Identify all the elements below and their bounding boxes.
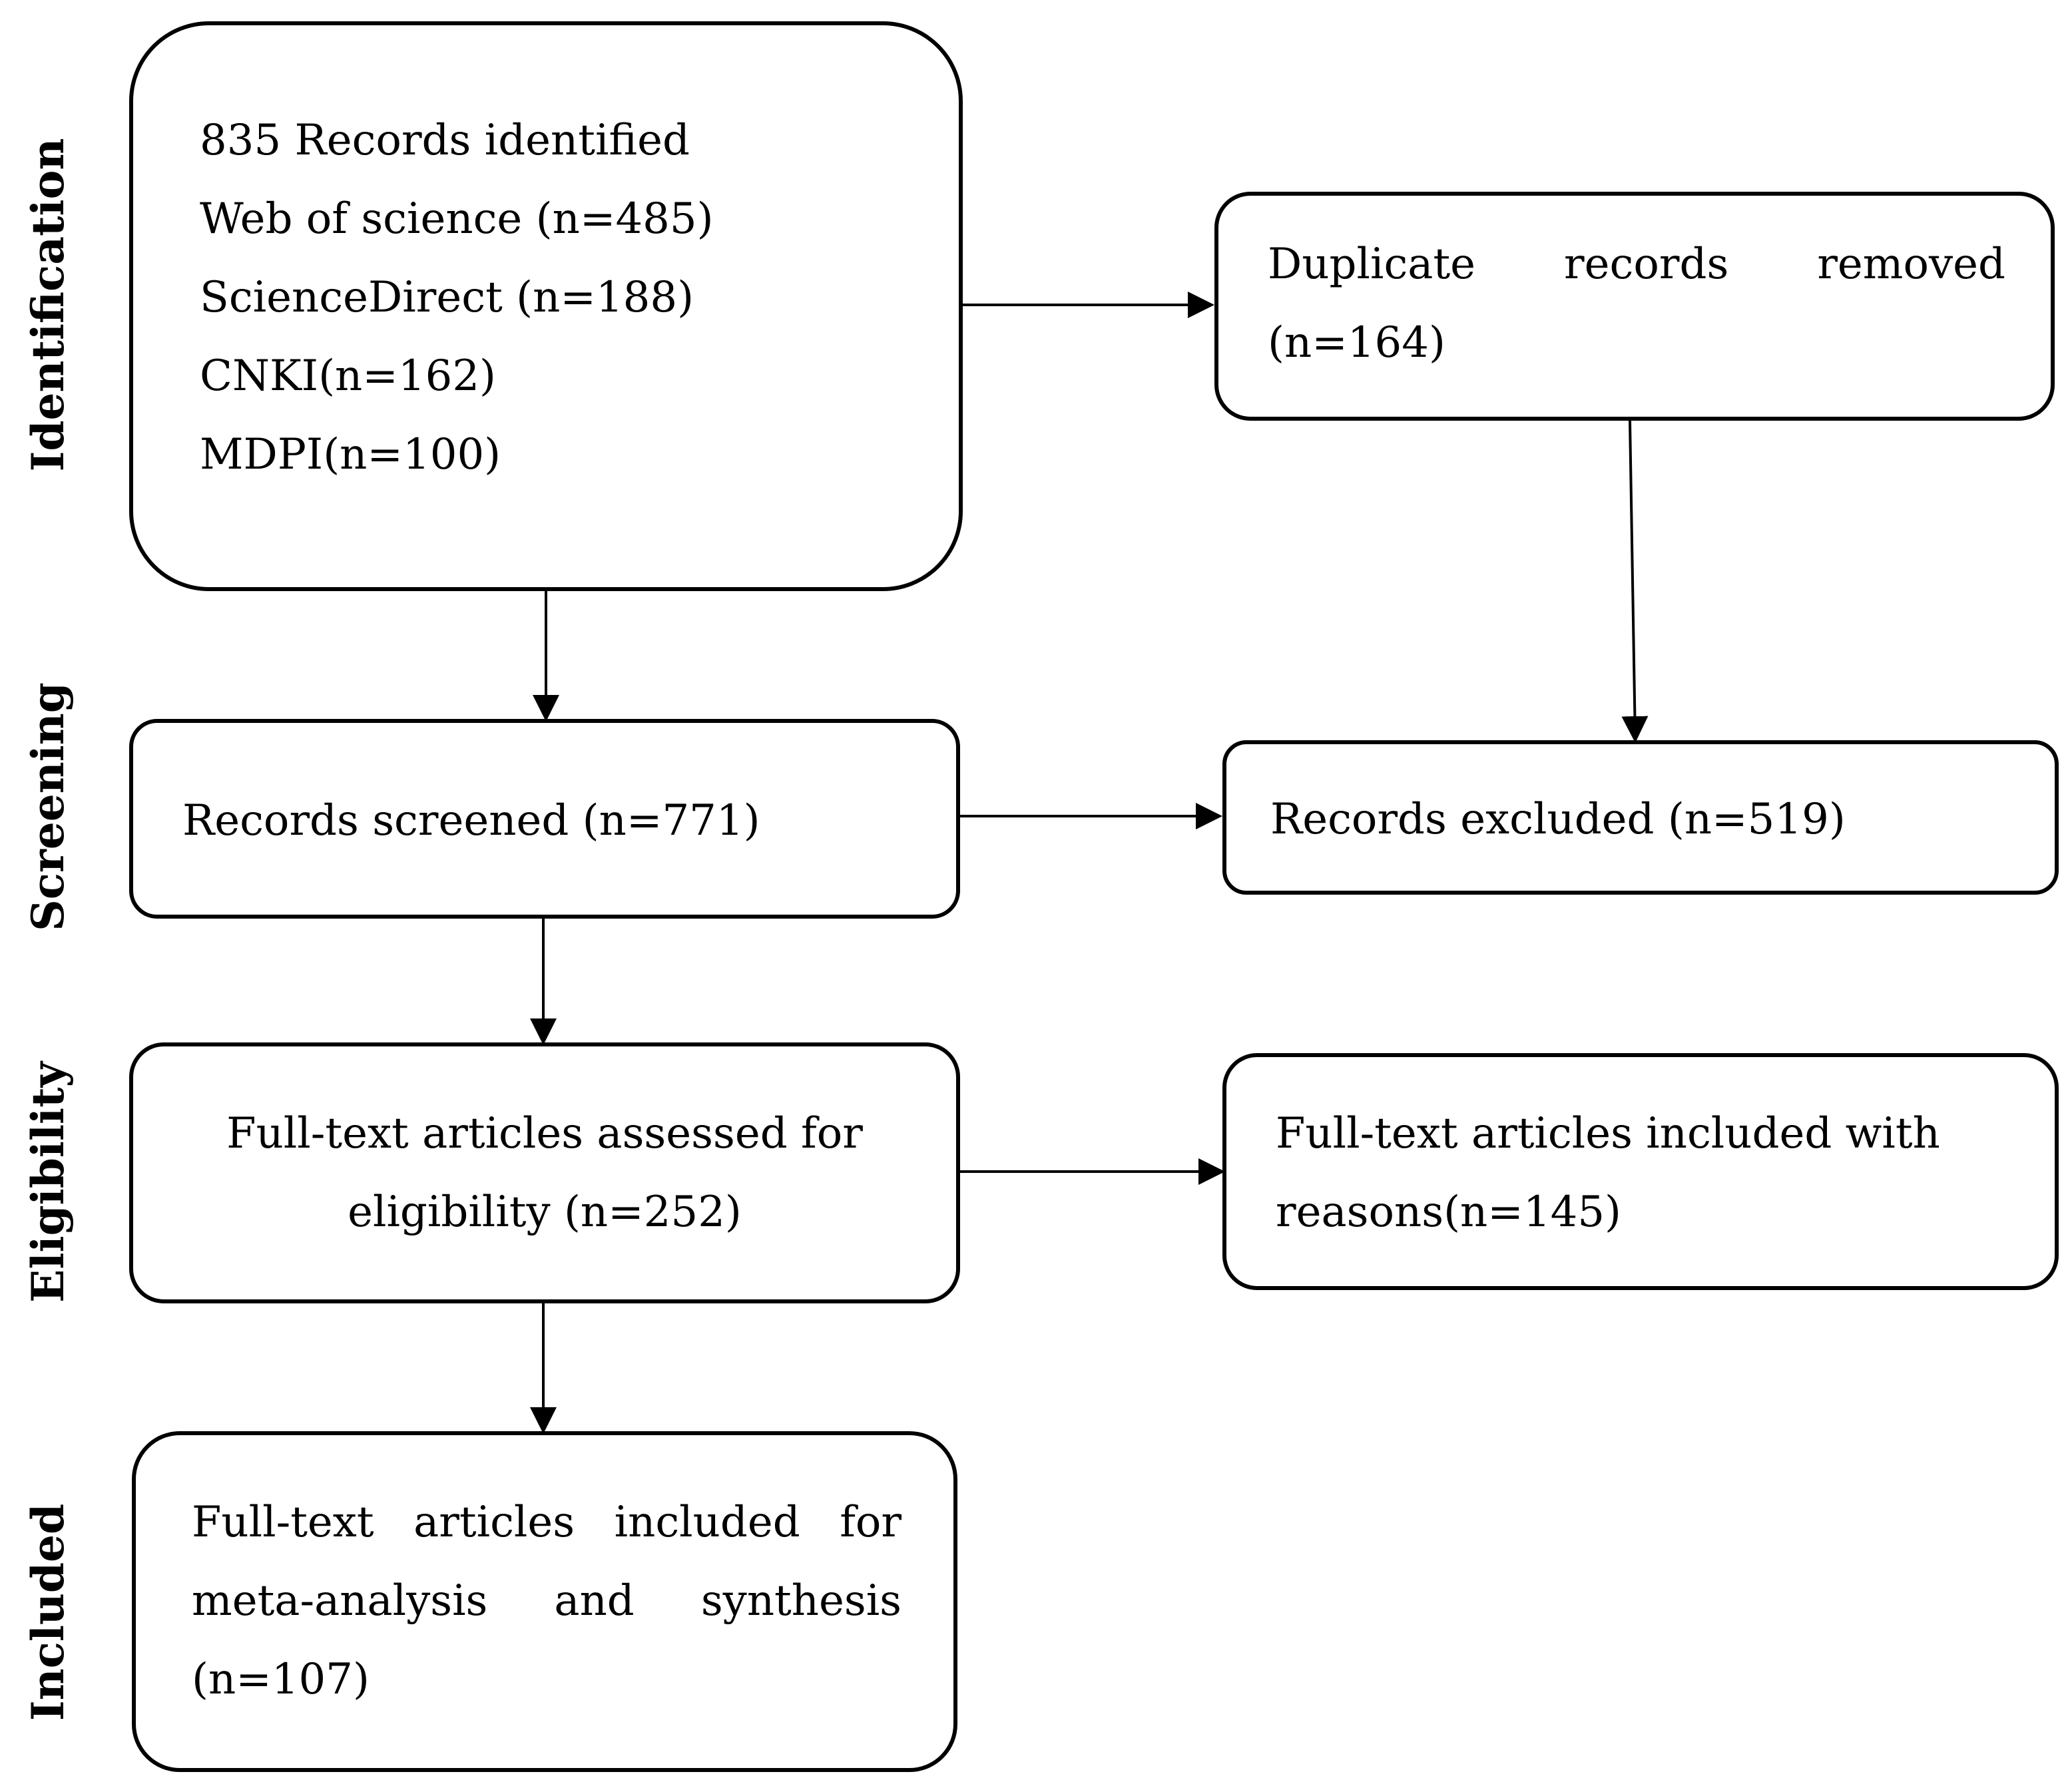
records-source-sciencedirect: ScienceDirect (n=188) (200, 273, 694, 322)
included-meta-line2: meta-analysis and synthesis (192, 1576, 902, 1626)
assessed-eligibility-text: Full-text articles assessed for eligibil… (226, 1109, 863, 1237)
duplicates-removed-box: Duplicate records removed (n=164) (1214, 192, 2055, 421)
records-excluded-text: Records excluded (n=519) (1270, 795, 1846, 844)
included-with-reasons-text: Full-text articles included with reasons… (1276, 1109, 1940, 1237)
included-with-reasons-box: Full-text articles included with reasons… (1222, 1053, 2059, 1290)
arrow-duplicates-to-excluded (1621, 420, 1649, 743)
included-meta-box: Full-text articles included for meta-ana… (132, 1431, 957, 1772)
included-meta-text: Full-text articles included for meta-ana… (192, 1483, 902, 1719)
records-identified-total: 835 Records identified (200, 116, 690, 165)
records-source-wos: Web of science (n=485) (200, 194, 714, 244)
assessed-eligibility-box: Full-text articles assessed for eligibil… (129, 1042, 960, 1303)
records-screened-text: Records screened (n=771) (182, 796, 760, 845)
included-meta-line1: Full-text articles included for (192, 1498, 902, 1547)
records-screened-box: Records screened (n=771) (129, 719, 960, 919)
records-identified-text: 835 Records identified Web of science (n… (200, 101, 714, 494)
duplicates-removed-count: (n=164) (1268, 318, 1445, 367)
duplicates-removed-text: Duplicate records removed (n=164) (1268, 225, 2005, 382)
duplicates-removed-line1: Duplicate records removed (1268, 240, 2005, 289)
records-source-mdpi: MDPI(n=100) (200, 430, 501, 479)
records-identified-box: 835 Records identified Web of science (n… (129, 21, 963, 591)
records-source-cnki: CNKI(n=162) (200, 351, 496, 401)
included-meta-count: (n=107) (192, 1655, 370, 1704)
records-excluded-box: Records excluded (n=519) (1222, 740, 2059, 895)
